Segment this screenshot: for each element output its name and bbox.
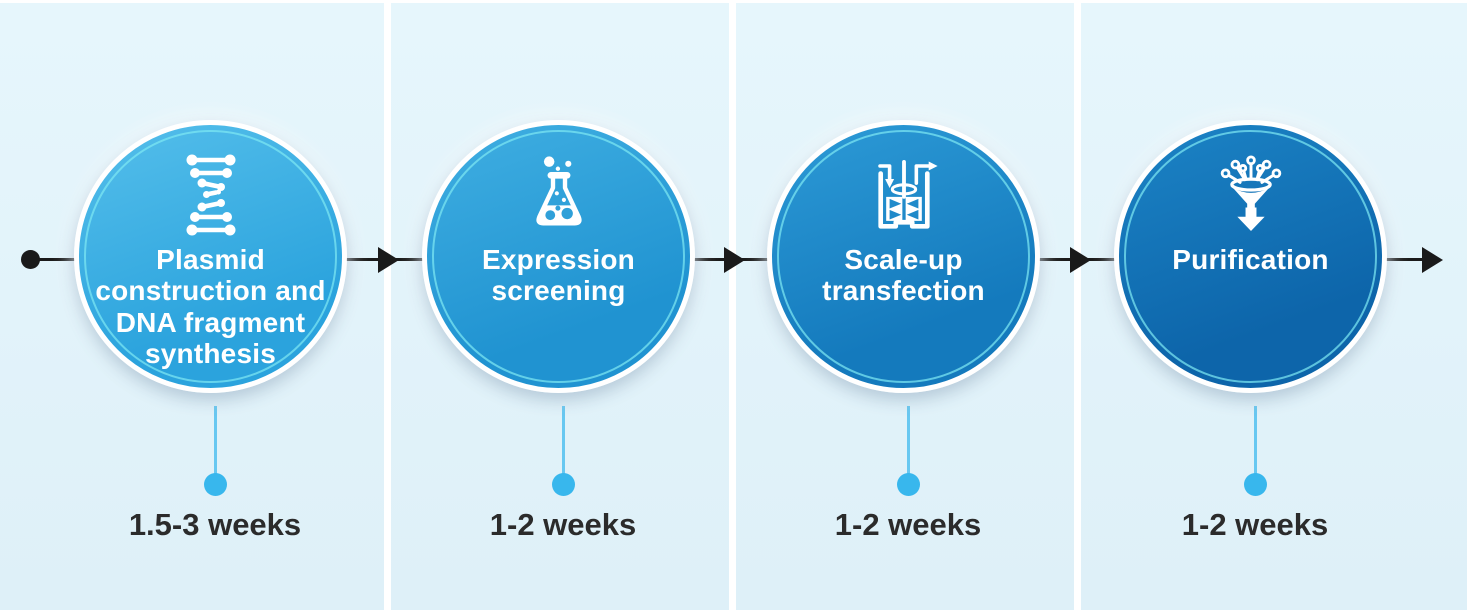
step-circle-plasmid-construction: Plasmid construction and DNA fragment sy… [74,120,347,393]
dna-helix-icon [181,149,241,241]
step-circle-expression-screening: Expression screening [422,120,695,393]
duration-label: 1.5-3 weeks [128,507,302,542]
flow-arrowhead-2 [724,247,745,273]
flow-start-dot [21,250,40,269]
timeline-dot [1244,473,1267,496]
timeline-stem [562,406,565,474]
step-title: Scale-up transfection [822,244,985,307]
timeline-stem [907,406,910,474]
step-title: Expression screening [482,244,635,307]
step-title: Purification [1172,244,1329,275]
timeline-stem [214,406,217,474]
flow-arrowhead-1 [378,247,399,273]
duration-label: 1-2 weeks [1181,507,1329,542]
flow-arrowhead-3 [1070,247,1091,273]
flow-arrowhead-4 [1422,247,1443,273]
duration-label: 1-2 weeks [489,507,637,542]
timeline-stem [1254,406,1257,474]
timeline-dot [204,473,227,496]
step-title: Plasmid construction and DNA fragment sy… [95,244,326,370]
bioreactor-icon [860,149,948,241]
funnel-icon [1216,149,1286,241]
timeline-dot [552,473,575,496]
step-circle-scaleup-transfection: Scale-up transfection [767,120,1040,393]
timeline-dot [897,473,920,496]
step-circle-purification: Purification [1114,120,1387,393]
duration-label: 1-2 weeks [834,507,982,542]
flask-icon [524,149,594,241]
